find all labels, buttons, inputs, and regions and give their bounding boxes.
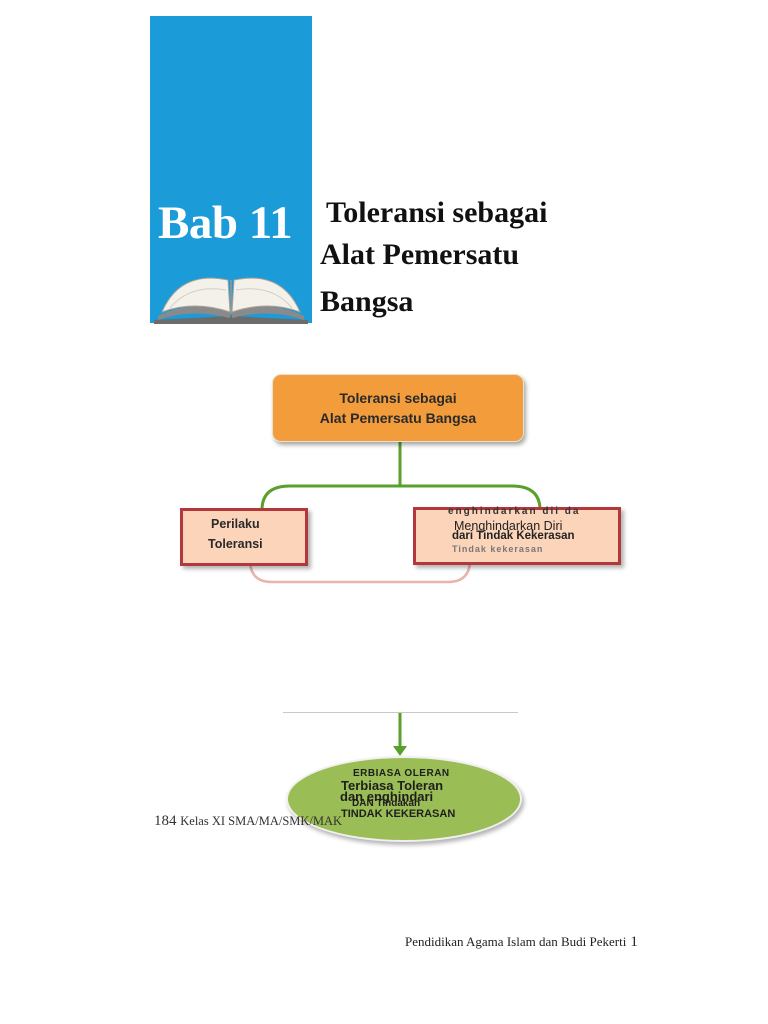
result-ghost-top: ERBIASA OLERAN xyxy=(353,768,450,779)
chapter-title-line-3: Bangsa xyxy=(320,285,414,318)
branch-connector xyxy=(260,484,542,511)
chapter-title-line-1: Toleransi sebagai xyxy=(326,196,548,229)
concept-right-box xyxy=(413,507,621,565)
result-arrowhead xyxy=(393,746,407,756)
result-line-2: TINDAK KEKERASAN xyxy=(341,808,456,820)
root-text-line-2: Alat Pemersatu Bangsa xyxy=(319,410,477,426)
divider-rule xyxy=(283,712,518,713)
result-line-1: Terbiasa Toleran xyxy=(341,778,444,793)
right-box-ghost-text-2: Tindak kekerasan xyxy=(452,544,544,554)
chapter-title-line-2: Alat Pemersatu xyxy=(320,238,520,271)
left-box-line-1: Perilaku xyxy=(211,517,260,531)
footer-page-number: 1 xyxy=(630,934,638,950)
concept-left-box: Perilaku Toleransi xyxy=(180,508,308,566)
open-book-icon xyxy=(154,277,308,324)
bottom-link-connector xyxy=(248,559,472,584)
page-reference-text: Kelas XI SMA/MA/SMK/MAK xyxy=(180,814,343,828)
left-box-line-2: Toleransi xyxy=(208,537,263,551)
page-reference: 184 Kelas XI SMA/MA/SMK/MAK xyxy=(154,813,342,829)
footer-book-title: Pendidikan Agama Islam dan Budi Pekerti xyxy=(405,934,627,949)
concept-root-box: Toleransi sebagai Alat Pemersatu Bangsa xyxy=(272,374,524,442)
right-box-line-2: dari Tindak Kekerasan xyxy=(452,530,575,542)
right-box-line-1: Menghindarkan Diri xyxy=(454,519,563,533)
page-reference-number: 184 xyxy=(154,813,177,829)
chapter-number: Bab 11 xyxy=(158,197,293,249)
chapter-banner xyxy=(150,16,312,323)
root-text-line-1: Toleransi sebagai xyxy=(339,390,457,406)
result-ghost-mid: dan enghindari xyxy=(340,789,434,804)
concept-result-ellipse xyxy=(286,756,522,842)
result-ghost-mid-2: DAN Tindakan xyxy=(352,798,421,809)
right-box-ghost-text: enghindarkan dii da xyxy=(448,506,581,517)
